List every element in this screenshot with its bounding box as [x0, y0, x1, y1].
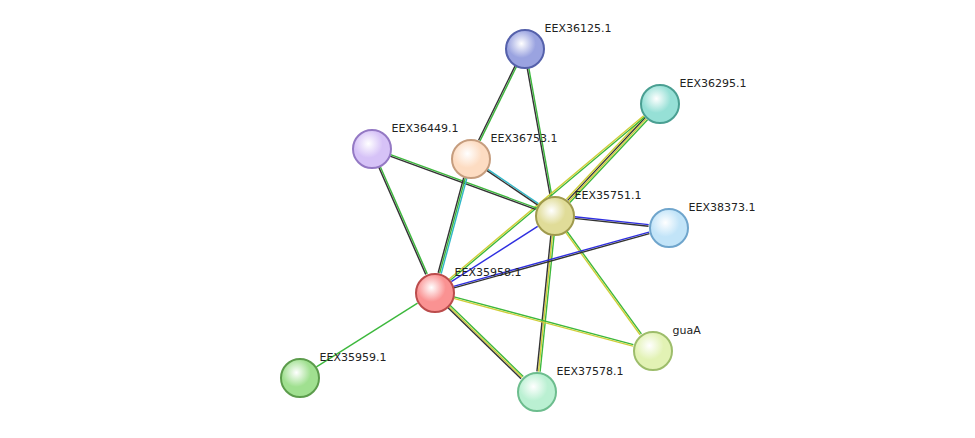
protein-name: EEX36449.1: [392, 122, 459, 135]
interaction-edge: [451, 226, 537, 281]
protein-node: EEX36125.1: [505, 29, 545, 69]
interaction-edge: [449, 116, 644, 280]
evidence-line: [454, 234, 649, 288]
protein-node: EEX35959.1: [280, 358, 320, 398]
protein-node: EEX36753.1: [451, 139, 491, 179]
protein-node: EEX38373.1: [649, 208, 689, 248]
evidence-line: [566, 232, 641, 335]
protein-name: EEX35751.1: [575, 189, 642, 202]
protein-node: EEX36449.1: [352, 129, 392, 169]
evidence-line: [441, 178, 467, 273]
interaction-edge: [379, 167, 427, 275]
interaction-edge: [454, 232, 650, 288]
protein-name: EEX35959.1: [320, 351, 387, 364]
evidence-line: [316, 303, 417, 367]
evidence-line: [380, 167, 427, 274]
protein-name: guaA: [673, 324, 701, 337]
protein-name: EEX36753.1: [491, 132, 558, 145]
interaction-edge: [479, 66, 517, 141]
evidence-line: [451, 226, 537, 281]
interaction-edge: [566, 116, 647, 202]
evidence-line: [438, 177, 464, 272]
evidence-line: [570, 120, 648, 203]
protein-node: EEX35958.1: [415, 273, 455, 313]
protein-name: EEX35958.1: [455, 266, 522, 279]
protein-name: EEX36295.1: [680, 77, 747, 90]
evidence-line: [537, 235, 551, 371]
evidence-line: [566, 116, 644, 199]
interaction-edge: [448, 305, 524, 378]
evidence-line: [487, 170, 538, 205]
evidence-line: [480, 67, 516, 141]
evidence-line: [487, 169, 538, 204]
evidence-line: [479, 66, 515, 140]
evidence-line: [449, 116, 643, 279]
evidence-line: [379, 167, 426, 274]
evidence-line: [449, 306, 522, 377]
interaction-edge: [438, 177, 467, 273]
evidence-line: [540, 236, 554, 372]
protein-node: EEX36295.1: [640, 84, 680, 124]
interaction-edge: [487, 169, 539, 205]
evidence-line: [450, 117, 644, 280]
evidence-line: [440, 178, 466, 273]
protein-node: guaA: [633, 331, 673, 371]
evidence-line: [450, 305, 523, 376]
evidence-line: [454, 232, 649, 286]
interaction-edge: [537, 235, 554, 372]
protein-node: EEX37578.1: [517, 372, 557, 412]
protein-node: EEX35751.1: [535, 196, 575, 236]
evidence-line: [448, 308, 521, 379]
evidence-line: [574, 217, 648, 225]
evidence-line: [574, 218, 648, 226]
protein-name: EEX37578.1: [557, 365, 624, 378]
evidence-line: [539, 235, 553, 371]
evidence-line: [569, 119, 647, 202]
protein-name: EEX36125.1: [545, 22, 612, 35]
interaction-edge: [574, 217, 648, 226]
evidence-line: [568, 118, 646, 201]
protein-name: EEX38373.1: [689, 201, 756, 214]
interaction-edge: [316, 303, 417, 367]
